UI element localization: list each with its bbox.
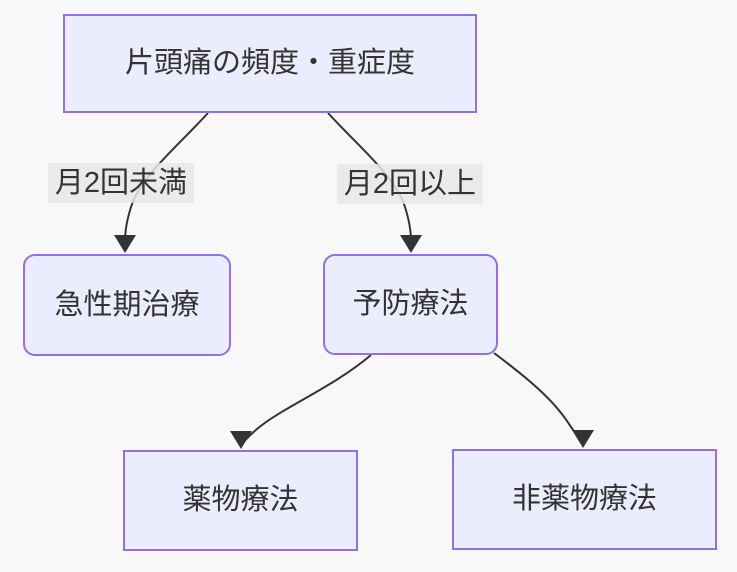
arrowhead-drug <box>230 431 252 449</box>
edge-preventive-nondrug <box>493 352 583 445</box>
node-label: 薬物療法 <box>182 484 299 517</box>
edge-label-2-or-more-per-month: 月2回以上 <box>336 163 484 205</box>
node-migraine-frequency-severity: 片頭痛の頻度・重症度 <box>63 14 477 113</box>
arrowhead-acute <box>114 235 136 253</box>
edge-preventive-drug <box>241 354 372 445</box>
node-preventive-therapy: 予防療法 <box>323 254 498 355</box>
arrowhead-preventive <box>400 235 422 253</box>
edge-label-under-2-per-month: 月2回未満 <box>47 162 195 204</box>
node-label: 片頭痛の頻度・重症度 <box>124 47 415 80</box>
node-drug-therapy: 薬物療法 <box>123 450 358 551</box>
node-nondrug-therapy: 非薬物療法 <box>452 449 717 550</box>
node-label: 予防療法 <box>352 288 469 321</box>
arrowhead-nondrug <box>572 430 594 448</box>
node-acute-treatment: 急性期治療 <box>23 254 231 356</box>
node-label: 非薬物療法 <box>511 483 657 516</box>
node-label: 急性期治療 <box>54 288 200 321</box>
